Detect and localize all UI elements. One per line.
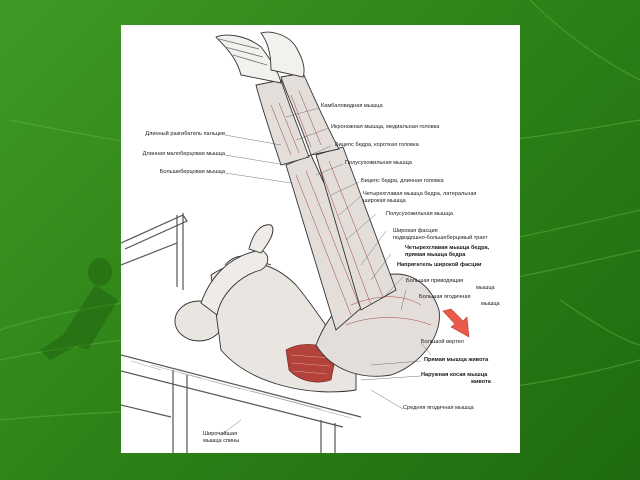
label-semitendinosus-2: Полусухожильная мышца [386,211,453,217]
faded-runner-figure [40,258,118,360]
label-gastrocnemius-medial: Икроножная мышца, медиальная головка [331,124,440,130]
label-gluteus-maximus-1: Большая ягодичная [419,294,471,300]
label-adductor-magnus-1: Большая приводящая [406,278,464,284]
label-biceps-femoris-long: Бицепс бедра, длинная головка [361,178,444,184]
leader-lines [220,107,432,436]
label-external-oblique-2: живота [471,379,491,385]
illustration-panel: Камбаловидная мышца Икроножная мышца, ме… [121,25,520,453]
label-tibialis-anterior: Большеберцовая мышца [159,169,225,175]
bench-shading [130,360,352,419]
label-gluteus-maximus-2: мышца [481,301,500,307]
label-semitendinosus: Полусухожильная мышца [345,160,412,166]
label-biceps-femoris-short: Бицепс бедра, короткая головка [335,142,419,148]
label-peroneus-longus: Длинная малоберцовая мышца [142,151,225,157]
bench-frame [121,213,362,453]
label-rectus-abdominis: Прямая мышца живота [424,357,489,363]
label-rectus-femoris-2: прямая мышца бедра [405,252,466,258]
label-vastus-lateralis-1: Четырехглавая мышца бедра, латеральная [363,191,477,197]
anatomy-illustration [121,31,470,453]
label-greater-trochanter: Большой вертел [421,339,464,345]
label-rectus-femoris-1: Четырехглавая мышца бедра, [405,245,490,251]
label-soleus: Камбаловидная мышца [321,103,383,109]
label-extensor-digitorum-longus: Длинный разгибатель пальцев [145,131,225,137]
arms [200,224,274,316]
label-fascia-lata-1: Широкая фасция [393,228,438,234]
label-latissimus-dorsi-2: мышца спины [203,438,240,444]
motion-arrow-icon [442,308,470,338]
label-gluteus-medius: Средняя ягодичная мышца [403,405,474,411]
shoes [215,31,305,84]
label-external-oblique-1: Наружная косая мышца [421,372,488,378]
label-latissimus-dorsi-1: Широчайшая [203,431,238,437]
label-tensor-fasciae-latae: Напрягатель широкой фасции [397,262,482,268]
leg-muscle-lines [270,90,432,326]
label-fascia-lata-2: подвздошно-большеберцовый тракт [393,235,488,241]
label-adductor-magnus-2: мышца [476,285,495,291]
label-vastus-lateralis-2: широкая мышца [363,198,406,204]
